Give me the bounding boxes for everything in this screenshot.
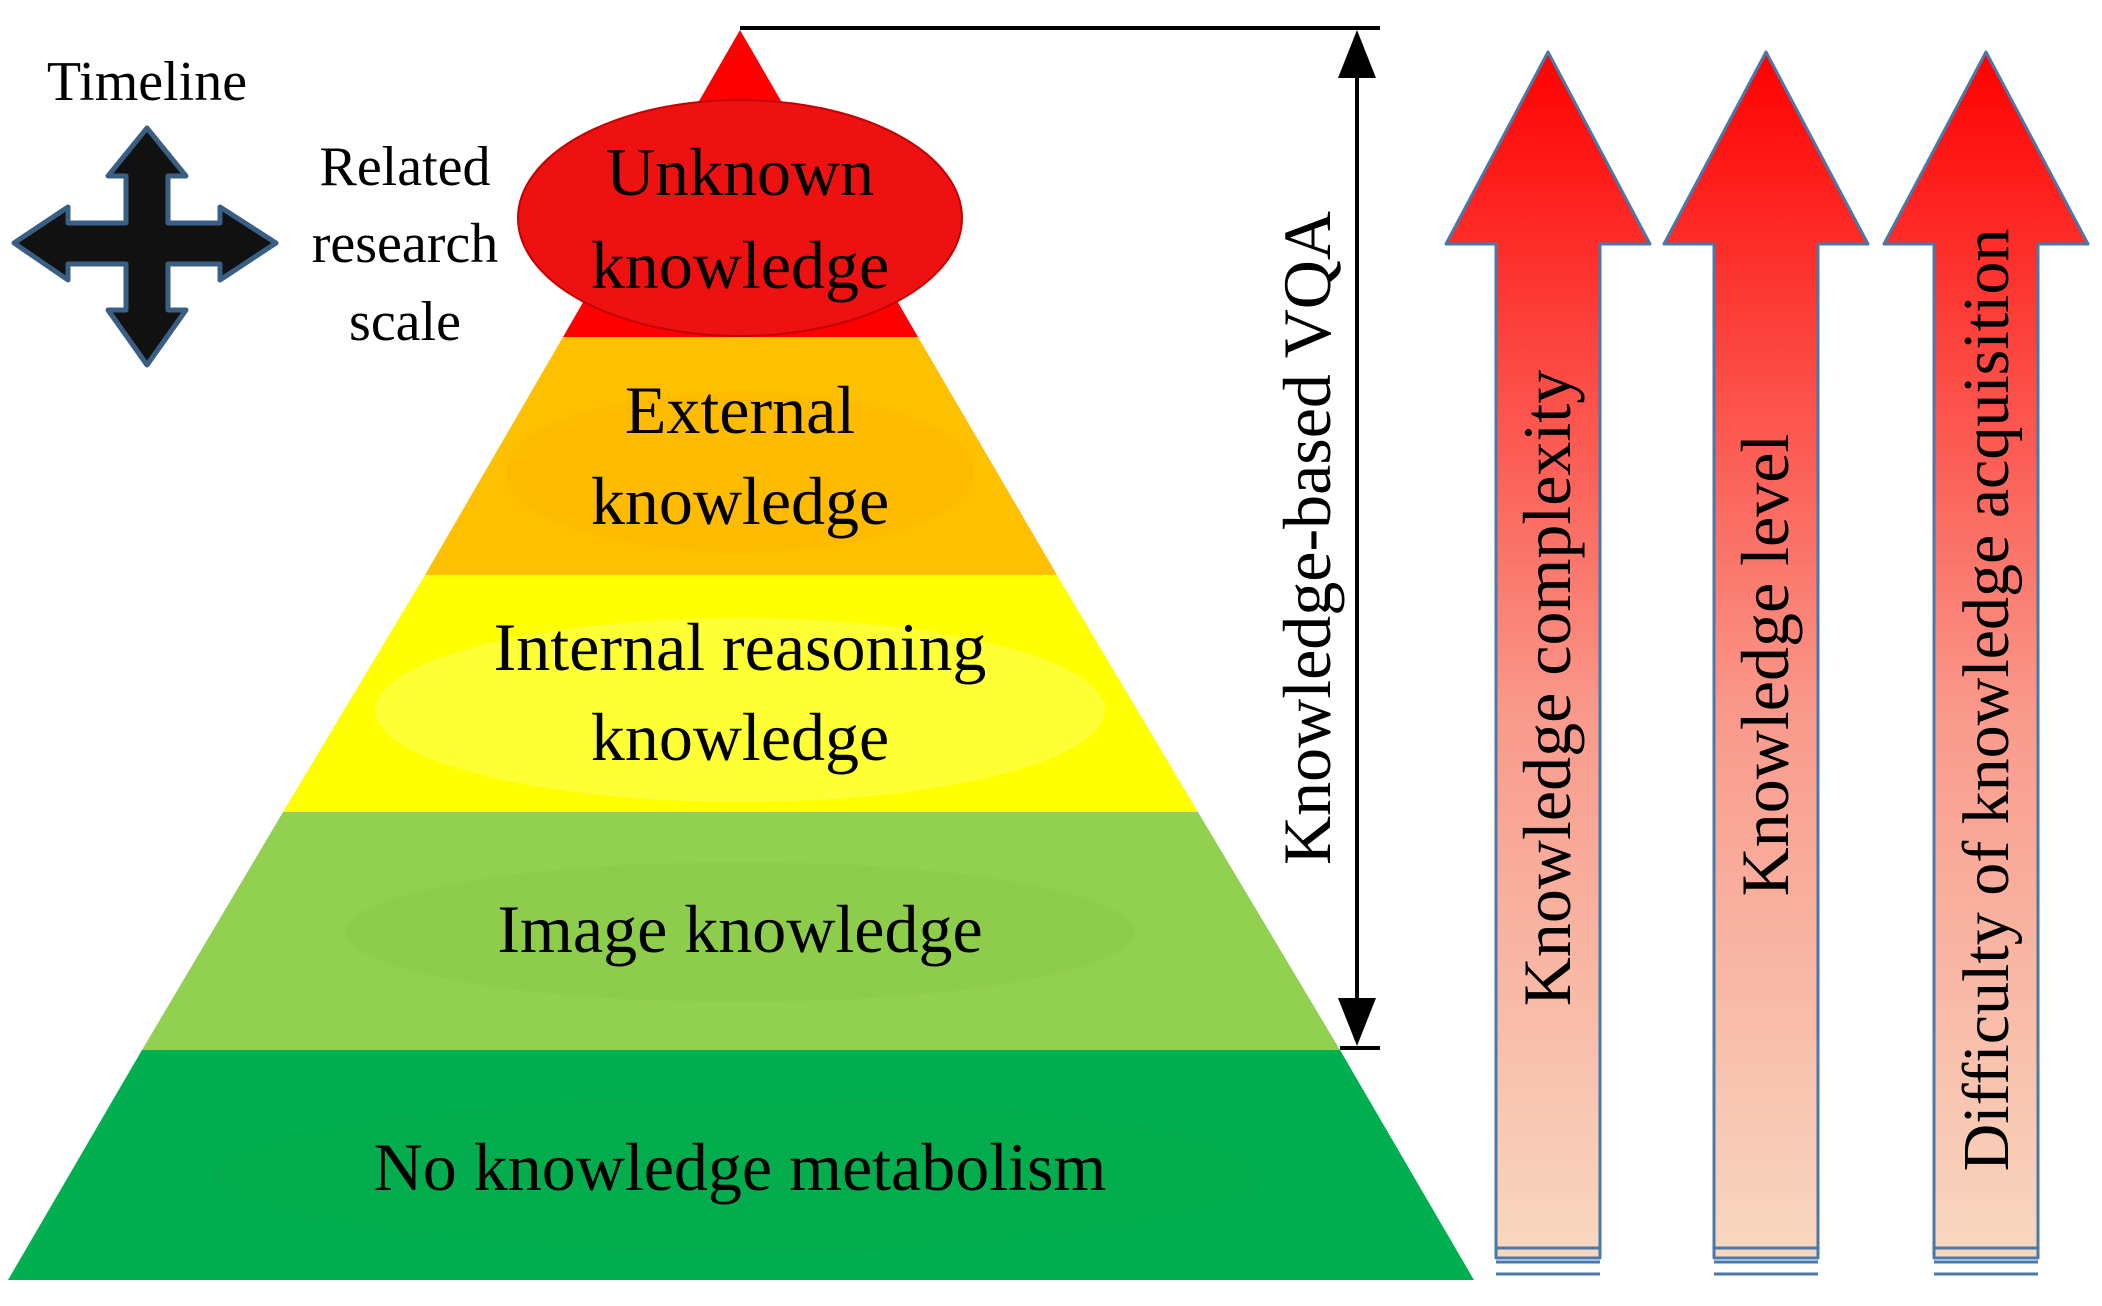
pyramid-level-unknown-knowledge: Unknown knowledge: [517, 30, 963, 337]
arrow-label-complexity: Knowledge complexity: [1509, 370, 1585, 1006]
level-label-image: Image knowledge: [497, 891, 982, 967]
arrowhead-up-icon: [1338, 30, 1376, 78]
level-label-none: No knowledge metabolism: [374, 1129, 1107, 1205]
pyramid-level-no-knowledge-metabolism: No knowledge metabolism: [8, 1050, 1474, 1280]
pyramid: No knowledge metabolism Image knowledge …: [8, 30, 1474, 1280]
legend: Timeline Related research scale: [11, 51, 499, 368]
scale-label-line-3: scale: [349, 291, 461, 353]
level-label-unknown-line-2: knowledge: [591, 227, 889, 303]
scale-label-line-1: Related: [319, 136, 490, 198]
level-label-internal-line-2: knowledge: [591, 699, 889, 775]
arrow-difficulty-of-knowledge-acquisition: Difficulty of knowledge acquisition: [1882, 50, 2090, 1276]
vqa-bracket: Knowledge-based VQA: [740, 26, 1380, 1050]
arrow-knowledge-level: Knowledge level: [1662, 50, 1870, 1276]
arrow-knowledge-complexity: Knowledge complexity: [1444, 50, 1652, 1276]
level-label-external-line-2: knowledge: [591, 463, 889, 539]
up-arrow-icon: [1882, 50, 2090, 1260]
arrow-label-difficulty: Difficulty of knowledge acquisition: [1950, 229, 2023, 1172]
pyramid-level-image-knowledge: Image knowledge: [142, 812, 1340, 1050]
level-label-unknown-line-1: Unknown: [606, 134, 874, 210]
four-way-arrow-icon: [11, 125, 279, 368]
timeline-label: Timeline: [47, 51, 247, 113]
level-label-external-line-1: External: [625, 372, 855, 448]
arrow-label-level: Knowledge level: [1727, 434, 1803, 897]
pyramid-level-internal-reasoning: Internal reasoning knowledge: [283, 575, 1198, 812]
vqa-bracket-label: Knowledge-based VQA: [1269, 211, 1345, 865]
pyramid-level-external-knowledge: External knowledge: [425, 337, 1057, 575]
up-arrow-icon: [1662, 50, 1870, 1260]
up-arrow-icon: [1444, 50, 1652, 1260]
level-label-internal-line-1: Internal reasoning: [494, 609, 987, 685]
arrowhead-down-icon: [1338, 998, 1376, 1046]
scale-label-line-2: research: [312, 213, 499, 275]
